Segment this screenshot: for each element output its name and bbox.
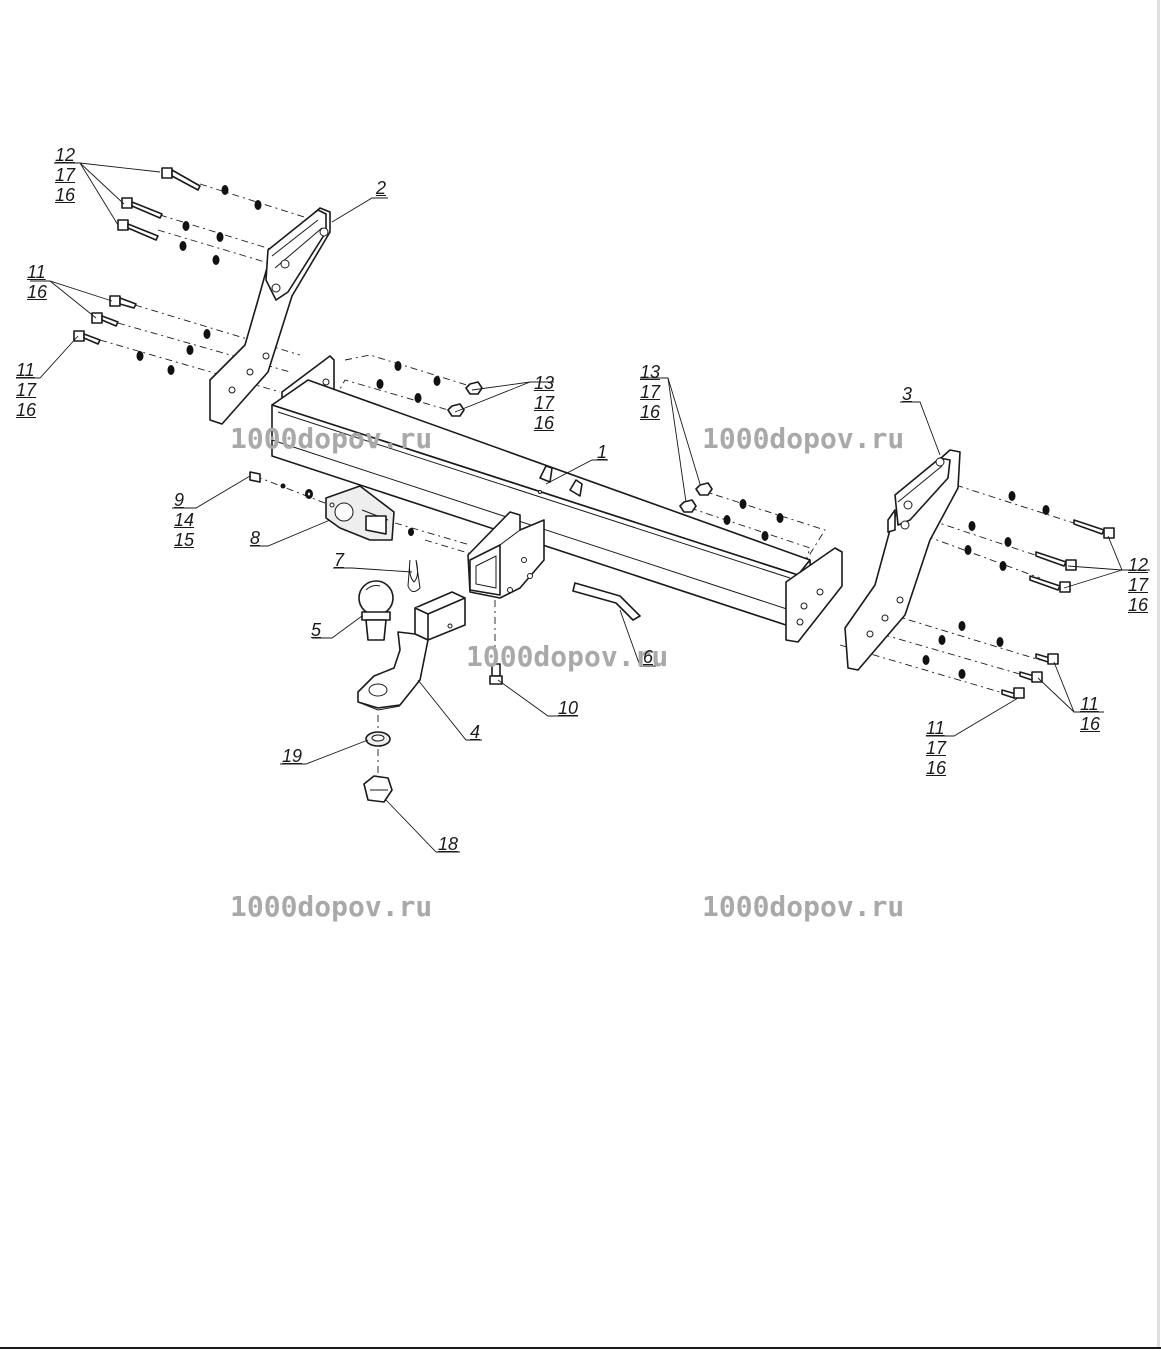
pin-part-6 (572, 582, 641, 621)
nut-part-18 (363, 775, 393, 803)
washer-part-19 (365, 731, 391, 747)
leader-lines (16, 162, 1150, 853)
spring-clip-part-7 (407, 559, 421, 592)
right-short-bolts-part-11 (922, 621, 1059, 699)
socket-plate-part-8 (325, 485, 395, 541)
callout-2: 2 (376, 178, 387, 198)
watermark: 1000dopov.ru (230, 890, 433, 923)
bottom-border (0, 1347, 1161, 1349)
watermark: 1000dopov.ru (466, 640, 669, 673)
right-border (1157, 0, 1160, 1347)
right-nuts-part-13 (679, 482, 784, 541)
right-long-bolts-part-12 (964, 491, 1115, 593)
left-bracket-part-2 (209, 207, 331, 425)
callout-19: 19 (282, 746, 303, 766)
callout-1: 1 (597, 442, 608, 462)
callout-6: 6 (643, 647, 654, 667)
screw-part-9 (249, 471, 414, 536)
callout-8: 8 (250, 528, 261, 548)
receiver-box (467, 511, 545, 599)
tow-ball-part-5 (358, 580, 394, 641)
assembly-axes-center (254, 475, 496, 780)
callout-10: 10 (558, 698, 579, 718)
callout-7: 7 (334, 550, 345, 570)
callout-18: 18 (438, 834, 459, 854)
watermark: 1000dopov.ru (702, 890, 905, 923)
left-short-bolts-part-11 (73, 295, 211, 375)
ball-mount-part-4 (357, 591, 466, 711)
callout-3: 3 (902, 384, 913, 404)
set-bolt-part-10 (489, 663, 503, 685)
right-bracket-part-3 (844, 449, 961, 671)
left-nuts-part-13 (376, 361, 483, 417)
callout-4: 4 (470, 722, 481, 742)
callout-5: 5 (311, 620, 322, 640)
main-crossbeam-part-1 (271, 355, 843, 643)
watermark: 1000dopov.ru (702, 422, 905, 455)
watermark: 1000dopov.ru (230, 422, 433, 455)
left-long-bolts-part-12 (117, 167, 262, 265)
